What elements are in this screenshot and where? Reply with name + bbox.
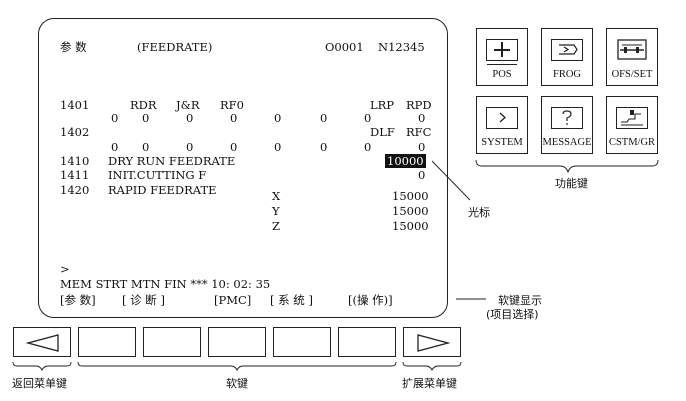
param-label: RAPID FEEDRATE [108,183,217,197]
left-arrow-icon [25,334,59,352]
right-arrow-icon [417,334,451,352]
return-menu-caption: 返回菜单键 [12,377,67,390]
bit-value: 0 [418,111,426,125]
axis-value: 15000 [392,204,429,218]
bit-label: LRP [370,98,395,112]
cstm-gr-key[interactable]: CSTM/GR [606,96,658,154]
bit-value: 0 [418,140,426,154]
extend-menu-key[interactable] [403,327,461,357]
bit-value: 0 [111,140,119,154]
input-prompt: > [60,262,70,276]
bit-value: 0 [320,140,328,154]
param-no-1401: 1401 [60,98,90,112]
softkey-display-caption: 软键显示 [498,294,542,307]
axis-value: 15000 [392,189,429,203]
program-number: O0001 [325,40,364,54]
param-label: INIT.CUTTING F [108,168,207,182]
message-icon [551,107,583,129]
bit-value: 0 [320,111,328,125]
bit-value: 0 [186,140,194,154]
axis-label: Y [272,204,280,218]
message-key[interactable]: MESSAGE [541,96,593,154]
ofs-icon [616,39,648,61]
softkey-label-pmc: [PMC] [214,293,252,307]
bit-value: 0 [230,140,238,154]
softkey-label-system: [ 系 统 ] [270,293,313,307]
sequence-number: N12345 [378,40,425,54]
param-no-1411: 1411 [60,168,90,182]
status-line: MEM STRT MTN FIN *** 10: 02: 35 [60,277,271,291]
function-keys-caption: 功能键 [555,177,588,190]
axis-value: 15000 [392,219,429,233]
softkey-2[interactable] [143,327,201,357]
bit-value: 0 [111,111,119,125]
bit-label: RFC [406,125,432,139]
crt-screen [38,18,448,318]
prog-icon [551,39,583,61]
param-no-1402: 1402 [60,125,90,139]
bit-label: J&R [176,98,200,112]
bit-label: RPD [406,98,432,112]
softkey-label-param: [参 数] [60,293,96,307]
bit-value: 0 [142,111,150,125]
bit-value: 0 [274,140,282,154]
softkey-label-diag: [ 诊 断 ] [122,293,165,307]
ofs-set-key[interactable]: OFS/SET [606,28,658,86]
softkey-5[interactable] [338,327,396,357]
softkey-4[interactable] [273,327,331,357]
axis-label: Z [272,219,280,233]
bit-value: 0 [274,111,282,125]
cursor-caption: 光标 [468,206,490,219]
bit-label: RDR [130,98,157,112]
softkeys-caption: 软键 [226,377,248,390]
bit-label: DLF [370,125,395,139]
system-key[interactable]: SYSTEM [476,96,528,154]
prog-key[interactable]: FROG [541,28,593,86]
bit-value: 0 [186,111,194,125]
param-label: DRY RUN FEEDRATE [108,154,236,168]
axis-label: X [272,189,281,203]
pos-icon [486,39,518,65]
screen-title: 参 数 [60,40,87,54]
softkey-1[interactable] [78,327,136,357]
bit-value: 0 [364,140,372,154]
cstm-icon [616,107,648,129]
cursor-value[interactable]: 10000 [385,154,426,168]
bit-label: RF0 [220,98,244,112]
bit-value: 0 [230,111,238,125]
system-icon [486,107,518,129]
bit-value: 0 [142,140,150,154]
pos-key[interactable]: POS [476,28,528,86]
param-no-1410: 1410 [60,154,90,168]
bit-value: 0 [364,111,372,125]
extend-menu-caption: 扩展菜单键 [402,377,457,390]
softkey-label-operation: [(操 作)] [348,293,393,307]
softkey-3[interactable] [208,327,266,357]
param-no-1420: 1420 [60,183,90,197]
return-menu-key[interactable] [13,327,71,357]
softkey-display-subcaption: (项目选择) [486,308,539,321]
param-value: 0 [418,168,426,182]
screen-subtitle: (FEEDRATE) [137,40,213,54]
